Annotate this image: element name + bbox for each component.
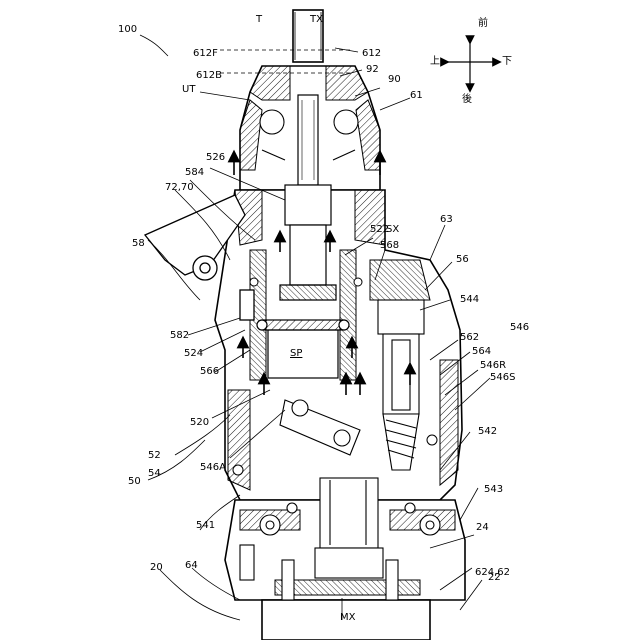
label-90: 90 [388, 74, 401, 85]
label-564: 564 [472, 346, 491, 357]
label-ut: UT [182, 84, 196, 95]
label-sx: SX [386, 224, 399, 235]
compass-up: 上 [430, 55, 440, 67]
label-92: 92 [366, 64, 379, 75]
label-52: 52 [148, 450, 161, 461]
compass-front: 前 [478, 16, 488, 29]
label-546r: 546R [480, 360, 506, 371]
label-56: 56 [456, 254, 469, 265]
label-524: 524 [184, 348, 203, 359]
label-562: 562 [460, 332, 479, 343]
label-582: 582 [170, 330, 189, 341]
label-568: 568 [380, 240, 399, 251]
label-544: 544 [460, 294, 479, 305]
label-584: 584 [185, 167, 204, 178]
label-50: 50 [128, 476, 141, 487]
label-24: 24 [476, 522, 489, 533]
label-520: 520 [190, 417, 209, 428]
compass-labels: 前 上 下 後 [430, 16, 512, 105]
label-20: 20 [150, 562, 163, 573]
label-61: 61 [410, 90, 423, 101]
label-22: 22 [488, 572, 501, 583]
label-612b: 612B [196, 70, 222, 81]
label-58: 58 [132, 238, 145, 249]
label-mx: MX [340, 612, 356, 623]
label-612f: 612F [193, 48, 218, 59]
label-566: 566 [200, 366, 219, 377]
label-sp: SP [290, 348, 302, 359]
label-tx: TX [309, 14, 323, 25]
label-543: 543 [484, 484, 503, 495]
label-546: 546 [510, 322, 529, 333]
label-612: 612 [362, 48, 381, 59]
label-100: 100 [118, 24, 137, 35]
direction-compass [445, 40, 497, 88]
piston-chamber [257, 320, 349, 378]
label-63: 63 [440, 214, 453, 225]
label-526: 526 [206, 152, 225, 163]
label-54: 54 [148, 468, 161, 479]
label-541: 541 [196, 520, 215, 531]
compass-down: 下 [502, 56, 512, 67]
label-t: T [255, 14, 263, 25]
label-64: 64 [185, 560, 198, 571]
label-546a: 546A [200, 462, 226, 473]
label-542: 542 [478, 426, 497, 437]
compass-back: 後 [462, 92, 472, 105]
label-546s: 546S [490, 372, 515, 383]
label-7270: 72,70 [165, 182, 194, 193]
